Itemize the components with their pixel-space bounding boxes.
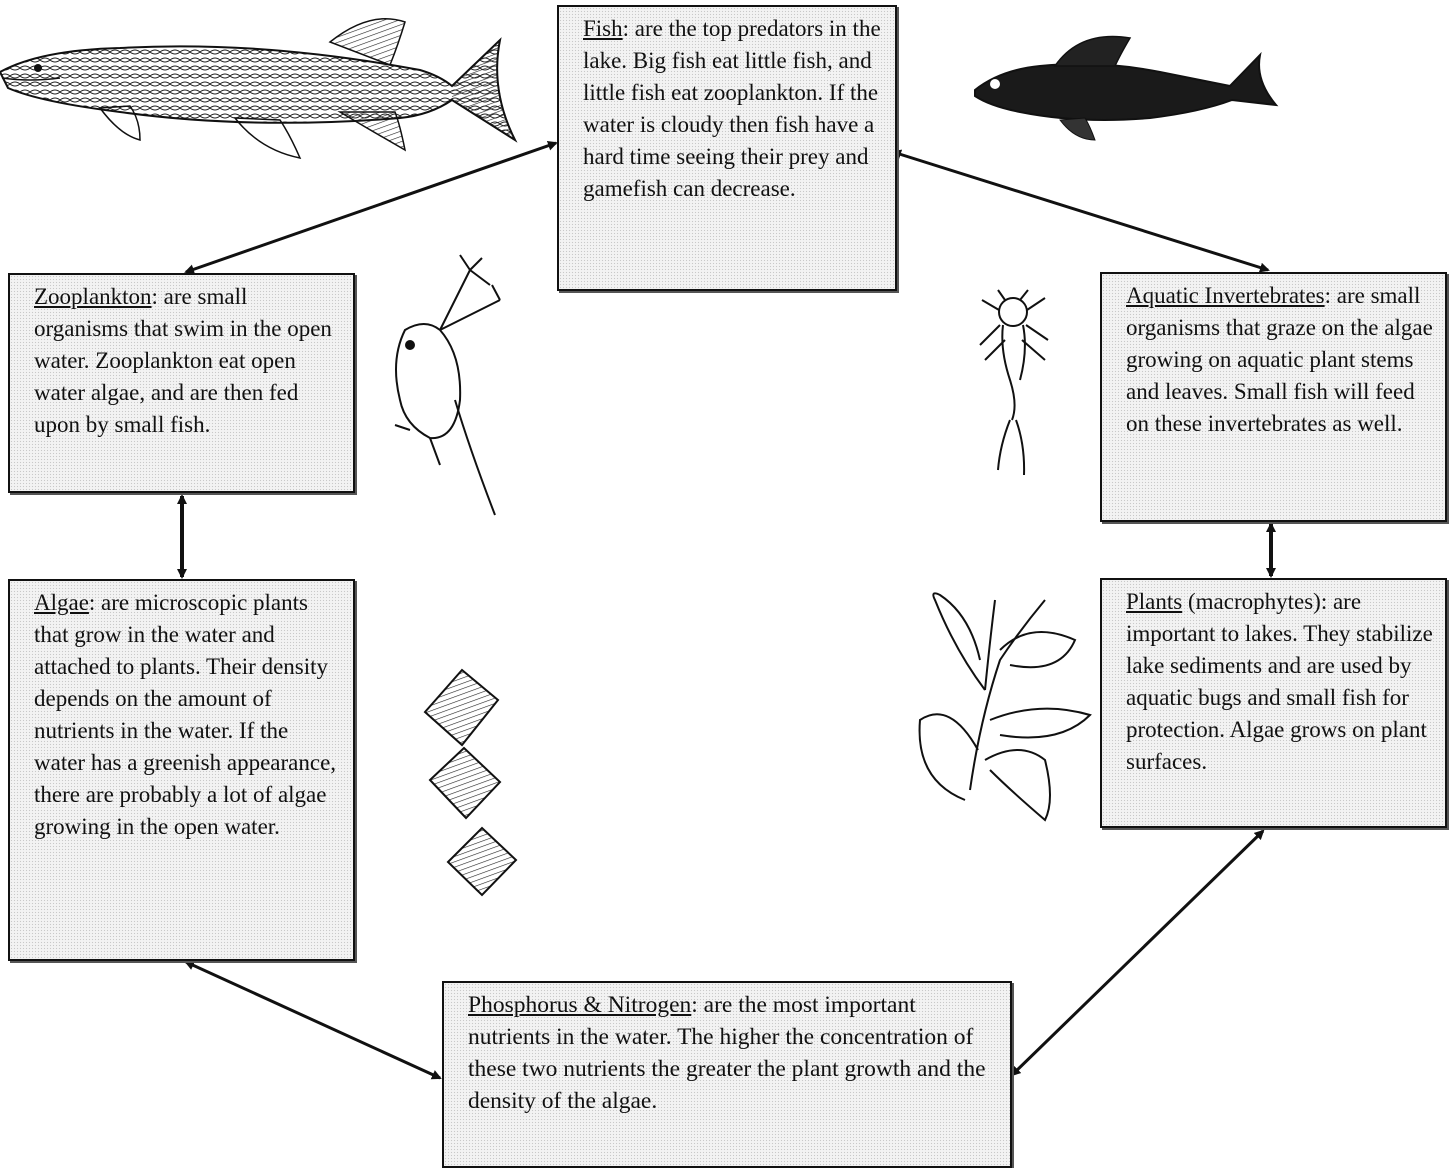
arrow-zoo-fish (186, 143, 556, 272)
invertebrates-term: Aquatic Invertebrates (1126, 283, 1325, 308)
algae-term: Algae (34, 590, 89, 615)
algae-description: : are microscopic plants that grow in th… (34, 590, 336, 839)
zooplankton-box: Zooplankton: are small organisms that sw… (8, 273, 355, 493)
arrow-fish-invertebrates (893, 152, 1268, 270)
invertebrates-box: Aquatic Invertebrates: are small organis… (1100, 272, 1447, 522)
invertebrate-icon (980, 290, 1048, 475)
plants-description: (macrophytes): are important to lakes. T… (1126, 589, 1433, 774)
fish-term: Fish (583, 16, 623, 41)
plants-box: Plants (macrophytes): are important to l… (1100, 578, 1447, 828)
fish-box: Fish: are the top predators in the lake.… (557, 5, 897, 291)
algae-box: Algae: are microscopic plants that grow … (8, 579, 355, 961)
zooplankton-term: Zooplankton (34, 284, 152, 309)
walleye-icon (975, 37, 1276, 140)
fish-description: : are the top predators in the lake. Big… (583, 16, 881, 201)
nutrients-box: Phosphorus & Nitrogen: are the most impo… (442, 981, 1012, 1168)
pike-icon (0, 19, 515, 158)
arrow-algae-nutrients (186, 962, 440, 1078)
nutrients-term: Phosphorus & Nitrogen (468, 992, 691, 1018)
plant-icon (920, 593, 1090, 820)
plants-term: Plants (1126, 589, 1182, 614)
algae-icon (425, 670, 516, 895)
arrow-nutrients-plants (1012, 831, 1263, 1075)
zooplankton-icon (395, 255, 500, 515)
